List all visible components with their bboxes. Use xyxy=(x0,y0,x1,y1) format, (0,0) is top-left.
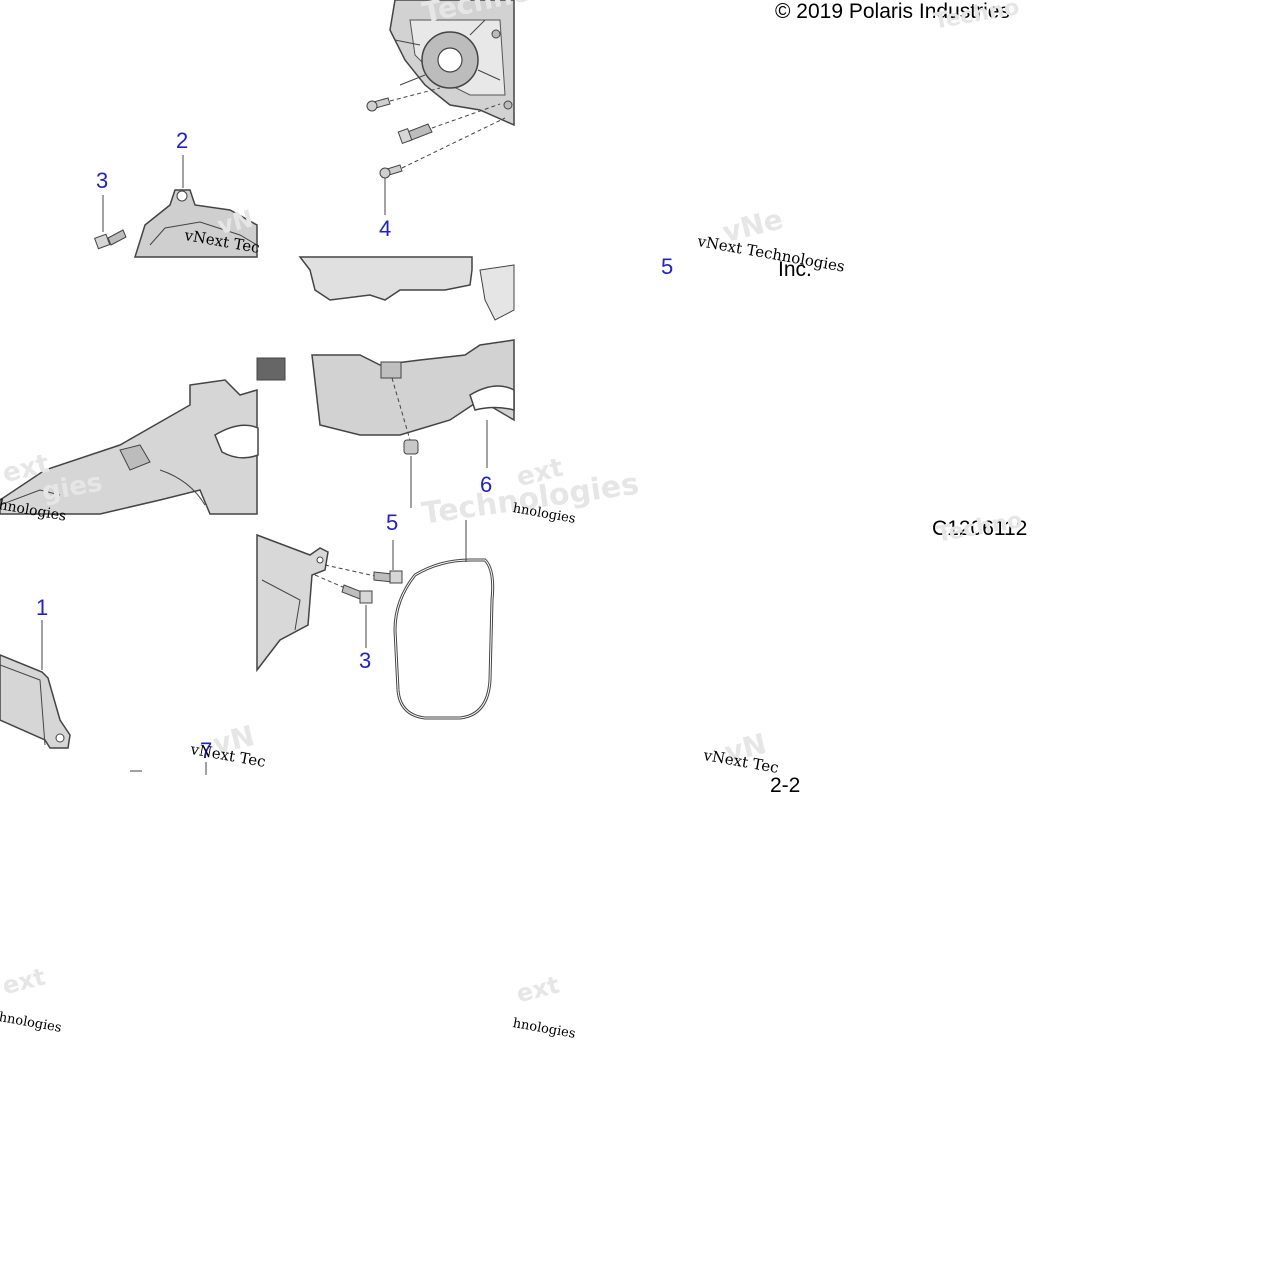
copyright-text: © 2019 Polaris Industries xyxy=(775,0,1010,23)
screw-part xyxy=(366,87,441,112)
gasket-seal-part xyxy=(393,520,495,720)
bolt-part xyxy=(397,103,501,144)
intake-duct-part xyxy=(0,379,259,515)
bolt-part xyxy=(94,195,127,250)
housing-part xyxy=(133,155,258,258)
callout-3: 3 xyxy=(96,168,109,193)
callout-5: 5 xyxy=(386,510,399,535)
callout-6: 6 xyxy=(480,472,493,497)
bracket-part xyxy=(256,533,329,673)
callout-5: 5 xyxy=(661,254,674,279)
callout-4: 4 xyxy=(379,216,392,241)
callout-7: 7 xyxy=(200,738,213,763)
duct-edge-part xyxy=(256,357,286,381)
callout-3: 3 xyxy=(359,648,372,673)
figure-code: C1206112 xyxy=(932,518,1028,539)
bolt-part xyxy=(314,574,373,648)
duct-part xyxy=(0,620,71,749)
bolt-part xyxy=(324,540,403,584)
page-code: 2-2 xyxy=(770,774,801,797)
callout-2: 2 xyxy=(176,128,189,153)
company-suffix-text: Inc. xyxy=(778,258,812,281)
callout-1: 1 xyxy=(36,595,49,620)
screw-part xyxy=(379,117,506,215)
duct-cover-part xyxy=(298,256,515,441)
push-rivet-part xyxy=(403,439,419,508)
fan-housing-part xyxy=(389,0,515,127)
